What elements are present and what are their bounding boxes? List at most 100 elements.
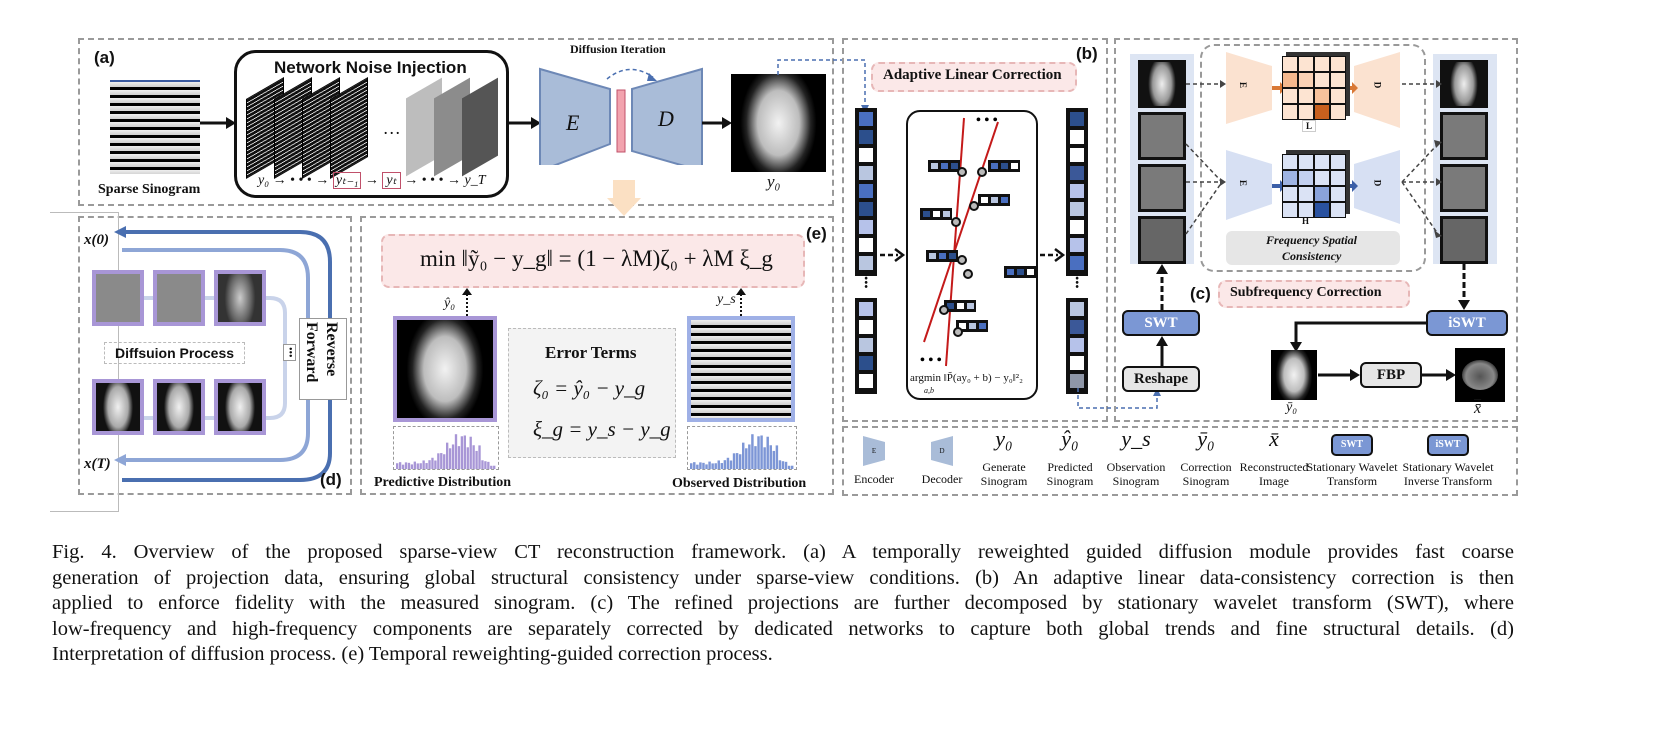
histogram-bar	[784, 461, 788, 469]
high-branch-label: H	[1302, 216, 1310, 226]
forward-label: Forward	[303, 322, 320, 383]
caption-line: Fig. 4. Overview of the proposed sparse-…	[52, 541, 1514, 563]
predictive-distribution-label: Predictive Distribution	[374, 475, 512, 490]
reshape-button[interactable]: Reshape	[1122, 366, 1200, 392]
sample-point	[953, 327, 963, 337]
caption-line: generation of projection data, ensuring …	[52, 566, 1514, 589]
seq-arrow: →	[364, 173, 379, 188]
dashed-arrow-out	[1040, 248, 1066, 262]
feature-cell	[1298, 202, 1314, 218]
decoder-letter: D	[658, 106, 674, 131]
legend-item: x̄Reconstructed Image	[1228, 428, 1320, 489]
reconstructed-ct-image	[1455, 348, 1505, 402]
histogram-bar	[434, 460, 437, 469]
reverse-label: Reverse	[323, 322, 340, 377]
iswt-button[interactable]: iSWT	[1426, 310, 1508, 336]
high-encoder-letter: E	[1238, 179, 1249, 187]
histogram-bar	[693, 462, 696, 469]
legend-label: Generate Sinogram	[980, 460, 1028, 488]
high-frequency-subband	[1138, 164, 1186, 212]
low-arrow-icon	[1344, 82, 1358, 94]
legend-label: Correction Sinogram	[1180, 460, 1232, 488]
vector-cell	[1070, 356, 1084, 370]
histogram-bar	[404, 462, 408, 469]
histogram-bar	[422, 460, 425, 469]
sample-chip-cell	[979, 323, 986, 329]
sample-point	[963, 269, 973, 279]
histogram-bar	[446, 442, 449, 469]
low-decoder-letter: D	[1372, 81, 1383, 89]
feature-cell	[1314, 186, 1330, 202]
feature-cell	[1282, 170, 1298, 186]
encoder-legend-icon: E	[863, 436, 885, 466]
panel-d	[78, 216, 352, 495]
fbp-button[interactable]: FBP	[1360, 362, 1422, 388]
panel-e-label: (e)	[806, 224, 827, 243]
frequency-consistency-line1: Frequency Spatial	[1266, 233, 1358, 247]
seq-yt: yₜ	[382, 172, 401, 189]
legend-symbol: y_s	[1121, 426, 1151, 451]
feature-cell	[1330, 104, 1346, 120]
legend-label: Predicted Sinogram	[1046, 460, 1094, 488]
histogram-bar	[484, 461, 487, 469]
histogram-bar	[451, 444, 455, 469]
histogram-bar	[763, 447, 766, 469]
feature-cell	[1298, 186, 1314, 202]
noisy-sample-image	[153, 270, 205, 326]
sample-point	[951, 217, 961, 227]
vector-cell	[859, 302, 873, 316]
legend-symbol: ŷ₀	[1061, 426, 1079, 451]
histogram-bar	[410, 464, 414, 469]
panel-b-label: (b)	[1076, 44, 1098, 63]
adaptive-linear-correction-title-box	[871, 62, 1077, 92]
down-arrowhead-icon	[607, 198, 641, 216]
noise-image-stack	[246, 77, 506, 179]
vector-cell	[859, 238, 873, 252]
histogram-bar	[738, 454, 742, 469]
high-frequency-subband	[1138, 216, 1186, 264]
feature-cell	[1298, 72, 1314, 88]
panel-d-label: (d)	[320, 470, 342, 489]
sample-point	[969, 201, 979, 211]
arrow-icon	[509, 117, 541, 129]
vector-cell	[1070, 374, 1084, 388]
predictive-histogram	[393, 426, 499, 470]
histogram-bar	[699, 462, 702, 469]
sample-chip-cell	[951, 163, 958, 169]
histogram-bar	[720, 463, 724, 469]
panel-a-label: (a)	[94, 48, 115, 67]
feature-cell	[1282, 154, 1298, 170]
reconstructed-image-label: x̄	[1474, 400, 1482, 417]
feature-cell	[1314, 104, 1330, 120]
sample-chip-cell	[1011, 163, 1018, 169]
vector-cell	[1070, 202, 1084, 216]
noise-injection-title: Network Noise Injection	[274, 58, 467, 77]
histogram-bar	[419, 463, 422, 469]
swt-button[interactable]: SWT	[1122, 310, 1200, 336]
error-equation-2: ξ_g = y_s − y_g	[533, 417, 671, 441]
histogram-bar	[401, 464, 405, 469]
vector-cell	[859, 320, 873, 334]
histogram-bar	[396, 463, 399, 469]
vector-cell	[859, 220, 873, 234]
noise-injection-box	[234, 50, 509, 198]
high-frequency-subband	[1440, 112, 1488, 160]
histogram-bar	[705, 464, 708, 469]
feature-cell	[1282, 88, 1298, 104]
noisy-sample-image	[214, 270, 266, 326]
top-ellipsis: • • •	[976, 113, 998, 128]
vector-cell	[1070, 338, 1084, 352]
vector-cell	[859, 356, 873, 370]
histogram-bar	[472, 445, 475, 469]
sample-chip-cell	[1027, 269, 1034, 275]
sample-chip-cell	[1017, 269, 1024, 275]
xT-label: x(T)	[84, 456, 111, 472]
encoder-decoder-network	[539, 67, 703, 165]
vector-cell	[1070, 238, 1084, 252]
iswt-legend-icon: iSWT	[1427, 434, 1469, 456]
panel-e	[360, 216, 834, 495]
objective-box	[381, 234, 805, 288]
